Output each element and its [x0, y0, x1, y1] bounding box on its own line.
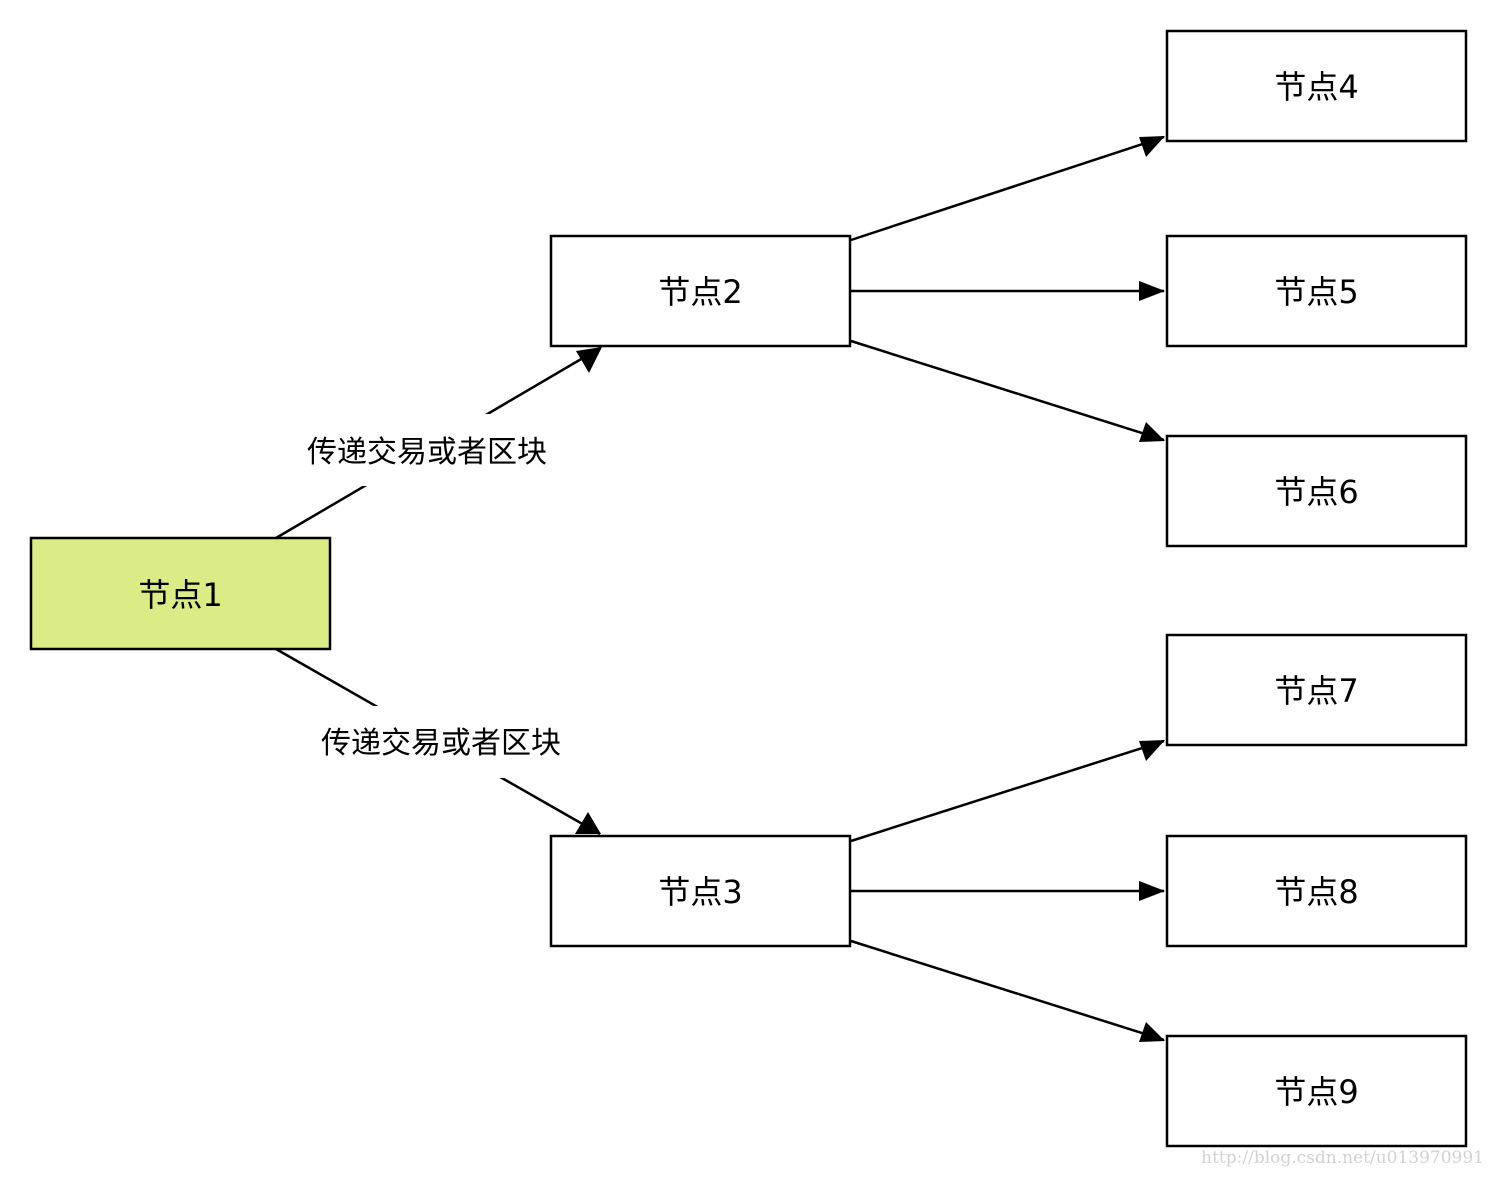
node-5-label: 节点5 — [1274, 273, 1358, 311]
arrowhead-n5 — [1139, 281, 1165, 301]
node-2[interactable]: 节点2 — [549, 234, 852, 348]
node-7-label: 节点7 — [1274, 672, 1358, 710]
node-9[interactable]: 节点9 — [1165, 1034, 1468, 1148]
edge-label-n1-n3: 传递交易或者区块 — [321, 726, 561, 761]
node-5[interactable]: 节点5 — [1165, 234, 1468, 348]
node-7-box — [1165, 633, 1468, 747]
node-4-box — [1165, 29, 1468, 143]
edge-n2-n4 — [850, 135, 1165, 242]
arrowhead-n9 — [1139, 1022, 1165, 1042]
node-8[interactable]: 节点8 — [1165, 834, 1468, 948]
arrowhead-n6 — [1139, 422, 1165, 442]
node-1-box — [29, 536, 332, 651]
node-8-box — [1165, 834, 1468, 948]
watermark-text: http://blog.csdn.net/u013970991 — [1201, 1148, 1484, 1168]
arrowhead-n2 — [576, 347, 602, 373]
node-9-box — [1165, 1034, 1468, 1148]
node-2-label: 节点2 — [658, 273, 742, 311]
edge-n2-n6 — [850, 339, 1165, 442]
edge-label-n1-n2: 传递交易或者区块 — [307, 435, 547, 470]
node-7[interactable]: 节点7 — [1165, 633, 1468, 747]
arrowhead-n4 — [1139, 136, 1165, 157]
node-4-label: 节点4 — [1274, 68, 1358, 106]
node-3-box — [549, 834, 852, 948]
arrowhead-n7 — [1139, 740, 1165, 761]
node-3-label: 节点3 — [658, 873, 742, 911]
edge-n3-n7 — [850, 739, 1165, 843]
arrowhead-n3 — [575, 812, 601, 834]
node-3[interactable]: 节点3 — [549, 834, 852, 948]
arrowhead-n8 — [1139, 881, 1165, 901]
node-9-label: 节点9 — [1274, 1073, 1358, 1111]
node-8-label: 节点8 — [1274, 873, 1358, 911]
node-1-label: 节点1 — [138, 576, 222, 614]
node-6-box — [1165, 434, 1468, 548]
node-4[interactable]: 节点4 — [1165, 29, 1468, 143]
edge-n3-n9 — [850, 939, 1165, 1042]
node-2-box — [549, 234, 852, 348]
node-5-box — [1165, 234, 1468, 348]
node-1[interactable]: 节点1 — [29, 536, 332, 651]
node-6-label: 节点6 — [1274, 473, 1358, 511]
node-6[interactable]: 节点6 — [1165, 434, 1468, 548]
